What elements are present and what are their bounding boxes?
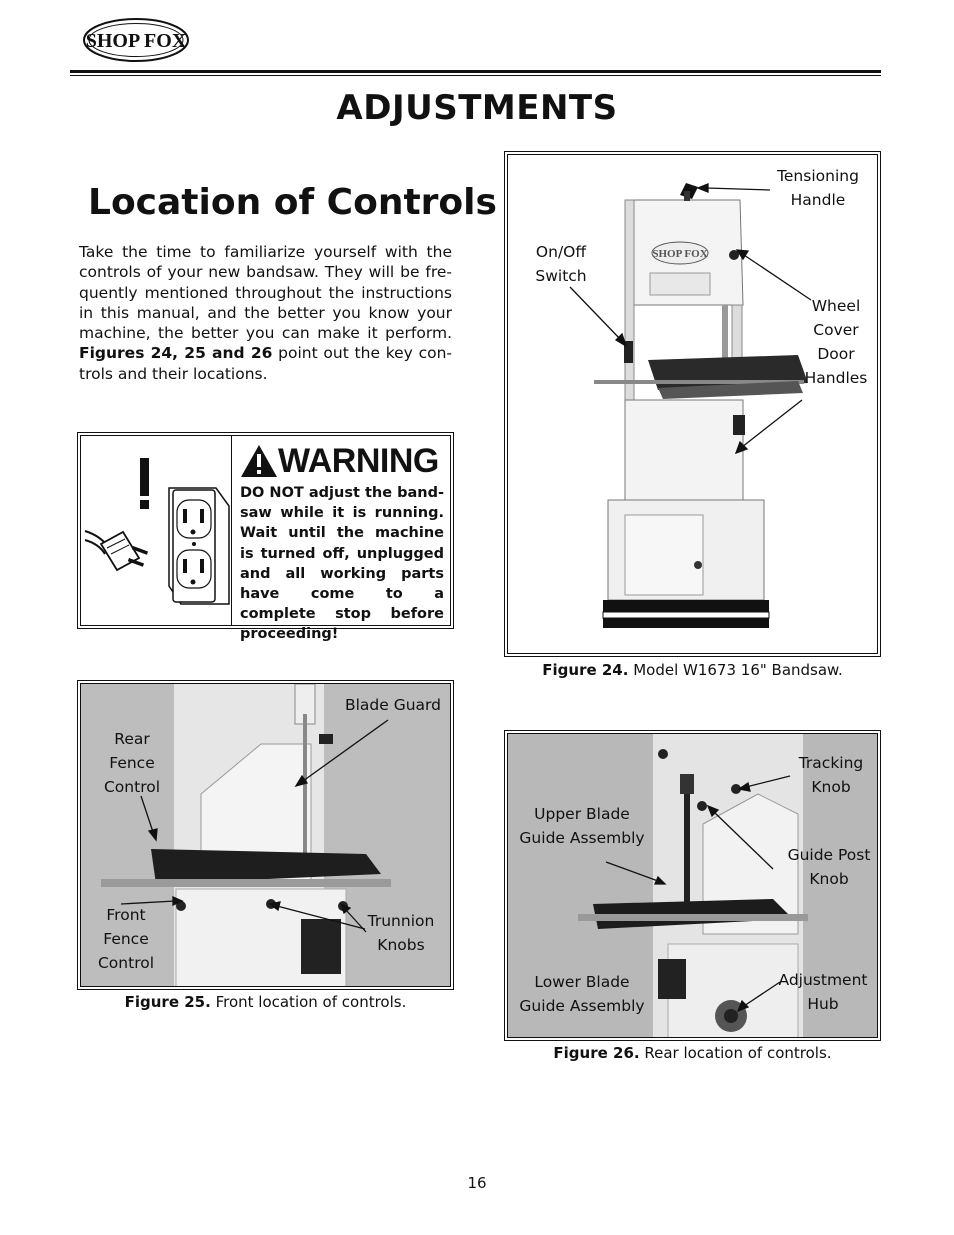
warning-header: WARNING	[240, 442, 444, 480]
callout-rear-fence-control: Rear Fence Control	[103, 730, 161, 796]
figure-24-image: SHOP FOX	[507, 154, 878, 654]
figure-25-image: Blade Guard Rear Fence Control Front Fen…	[80, 683, 451, 987]
callout-tracking-knob: Tracking Knob	[798, 754, 864, 796]
figure-26-caption: Figure 26. Rear location of controls.	[504, 1044, 881, 1062]
warning-body: DO NOT adjust the band-saw while it is r…	[240, 485, 444, 643]
intro-paragraph: Take the time to familiarize yourself wi…	[79, 242, 452, 384]
warning-illustration	[81, 436, 232, 625]
warning-box: WARNING DO NOT adjust the band-saw while…	[77, 432, 454, 642]
warning-triangle-icon	[241, 445, 277, 477]
figure-25-caption-text: Front location of controls.	[210, 993, 407, 1011]
electrical-outlet-icon	[168, 487, 230, 605]
warning-label: WARNING	[278, 441, 439, 480]
figure-24-frame: SHOP FOX	[504, 151, 881, 657]
callout-upper-blade-guide-assembly: Upper Blade Guide Assembly	[519, 805, 645, 847]
svg-text:SHOP FOX: SHOP FOX	[652, 248, 707, 260]
callout-lower-blade-guide-assembly: Lower Blade Guide Assembly	[519, 973, 645, 1015]
header-rule	[70, 70, 881, 76]
intro-text-1: Take the time to familiarize yourself wi…	[79, 243, 452, 343]
section-title: ADJUSTMENTS	[336, 88, 618, 128]
figure-24-caption: Figure 24. Model W1673 16" Bandsaw.	[504, 661, 881, 679]
logo-text: SHOP FOX	[86, 30, 187, 52]
warning-text-area: WARNING DO NOT adjust the band-saw while…	[240, 442, 444, 645]
callout-trunnion-knobs: Trunnion Knobs	[367, 912, 435, 954]
callout-blade-guard: Blade Guard	[344, 696, 441, 714]
figure-25-frame: Blade Guard Rear Fence Control Front Fen…	[77, 680, 454, 990]
shop-fox-logo: SHOP FOX	[82, 16, 190, 64]
figure-24-caption-text: Model W1673 16" Bandsaw.	[628, 661, 843, 679]
figure-26-label: Figure 26.	[553, 1044, 640, 1062]
figure-26-frame: Tracking Knob Upper Blade Guide Assembly…	[504, 730, 881, 1041]
intro-figures-ref: Figures 24, 25 and 26	[79, 344, 273, 363]
plug-icon	[84, 530, 149, 572]
figure-24-label: Figure 24.	[542, 661, 629, 679]
callout-on-off-switch: On/Off Switch	[535, 243, 587, 285]
exclamation-icon	[140, 458, 149, 509]
callout-front-fence-control: Front Fence Control	[97, 906, 155, 972]
intro-text-2: point out the key con-trols and their lo…	[79, 344, 452, 383]
figure-25-caption: Figure 25. Front location of controls.	[77, 993, 454, 1011]
page-number: 16	[467, 1174, 487, 1192]
warning-inner: WARNING DO NOT adjust the band-saw while…	[80, 435, 451, 642]
page-heading: Location of Controls	[88, 182, 497, 223]
callout-tensioning-handle: Tensioning Handle	[777, 167, 859, 209]
callout-guide-post-knob: Guide Post Knob	[787, 846, 871, 888]
callout-wheel-cover-door-handles: Wheel Cover Door Handles	[804, 297, 868, 387]
figure-25-label: Figure 25.	[124, 993, 211, 1011]
callout-adjustment-hub: Adjustment Hub	[778, 971, 868, 1013]
figure-26-caption-text: Rear location of controls.	[639, 1044, 832, 1062]
figure-26-image: Tracking Knob Upper Blade Guide Assembly…	[507, 733, 878, 1038]
